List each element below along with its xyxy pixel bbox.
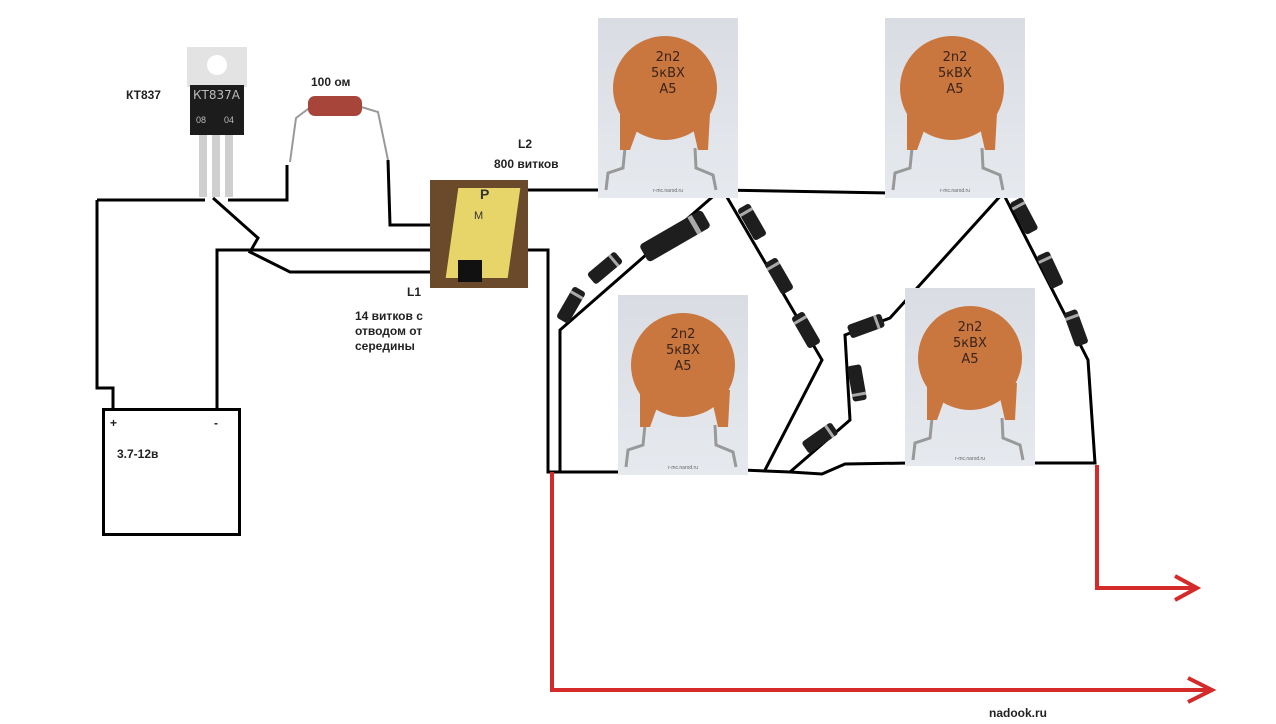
capacitor-watermark: r-mc.narod.ru: [939, 188, 970, 194]
diode: [1010, 197, 1038, 235]
transistor-label: КТ837: [126, 88, 161, 102]
diode: [792, 312, 820, 348]
capacitor-code: А5: [659, 82, 677, 97]
transistor-photo: [187, 47, 247, 197]
capacitor-c4: 2n2 5кВХ А5 r-mc.narod.ru: [905, 288, 1035, 466]
l1-desc-1: 14 витков с: [355, 309, 423, 323]
wire-battery-minus: [215, 248, 432, 408]
capacitor-disc: [624, 313, 738, 468]
wire-battery-plus: [95, 200, 115, 408]
diode: [847, 314, 885, 338]
wire-bottom-mid: [741, 461, 911, 476]
resistor-body: [308, 96, 362, 116]
diode: [847, 364, 867, 402]
battery-plus: +: [110, 416, 118, 430]
wire-resistor-transformer: [386, 159, 432, 227]
capacitor-watermark: r-mc.narod.ru: [652, 188, 683, 194]
capacitor-value: 2n2: [942, 50, 968, 65]
resistor-label: 100 ом: [311, 75, 351, 89]
transistor-date-left: 08: [196, 115, 207, 125]
wire-middle-chain: [722, 191, 824, 471]
diode: [1064, 309, 1088, 347]
capacitor-c3: 2n2 5кВХ А5 r-mc.narod.ru: [618, 295, 748, 475]
capacitor-code: А5: [946, 82, 964, 97]
resistor-leads: [289, 105, 313, 163]
capacitor-c2: 2n2 5кВХ А5 r-mc.narod.ru: [885, 18, 1025, 198]
capacitor-watermark: r-mc.narod.ru: [954, 456, 985, 462]
l1-desc-3: середины: [355, 339, 415, 353]
capacitor-voltage: 5кВХ: [953, 336, 987, 351]
diode: [557, 287, 585, 323]
output-arrow-right-head: [1174, 574, 1202, 602]
l1-desc-2: отводом от: [355, 324, 423, 338]
battery: + - 3.7-12в: [102, 408, 241, 536]
site-credit: nadook.ru: [989, 706, 1048, 720]
resistor-lead-right: [357, 105, 389, 161]
capacitor-voltage: 5кВХ: [666, 343, 700, 358]
capacitor-value: 2n2: [957, 320, 983, 335]
diode: [802, 423, 838, 453]
capacitor-voltage: 5кВХ: [938, 66, 972, 81]
wire-l2-right: [525, 248, 625, 474]
battery-minus: -: [214, 416, 218, 430]
capacitor-code: А5: [961, 352, 979, 367]
diode: [765, 258, 793, 294]
diode: [738, 204, 766, 240]
capacitor-value: 2n2: [670, 327, 696, 342]
transformer-core: [458, 260, 482, 282]
capacitor-code: А5: [674, 359, 692, 374]
capacitor-value: 2n2: [655, 50, 681, 65]
diode: [1037, 251, 1063, 289]
output-arrow-bottom-head: [1187, 676, 1217, 704]
battery-voltage: 3.7-12в: [117, 447, 159, 461]
wire-base: [212, 196, 432, 274]
transistor-date-right: 04: [224, 115, 235, 125]
capacitor-watermark: r-mc.narod.ru: [667, 465, 698, 471]
capacitor-voltage: 5кВХ: [651, 66, 685, 81]
l1-label: L1: [407, 285, 422, 299]
output-wire-bottom: [550, 472, 1210, 692]
diode: [587, 252, 623, 284]
capacitor-disc: [891, 36, 1005, 191]
wire-emitter-resistor: [228, 165, 289, 202]
l2-turns-label: 800 витков: [494, 157, 559, 171]
capacitor-c1: 2n2 5кВХ А5 r-mc.narod.ru: [598, 18, 738, 198]
wire-c1-c2: [719, 188, 894, 195]
transformer-marking-2: M: [474, 210, 484, 222]
transistor-marking: КТ837А: [193, 88, 240, 102]
capacitor-disc: [911, 306, 1025, 461]
l2-label: L2: [518, 137, 533, 151]
capacitor-disc: [604, 36, 718, 191]
diode: [640, 210, 710, 262]
transformer-photo: P M: [430, 180, 528, 288]
output-wire-right: [1095, 465, 1195, 590]
transformer-marking-1: P: [480, 186, 490, 202]
